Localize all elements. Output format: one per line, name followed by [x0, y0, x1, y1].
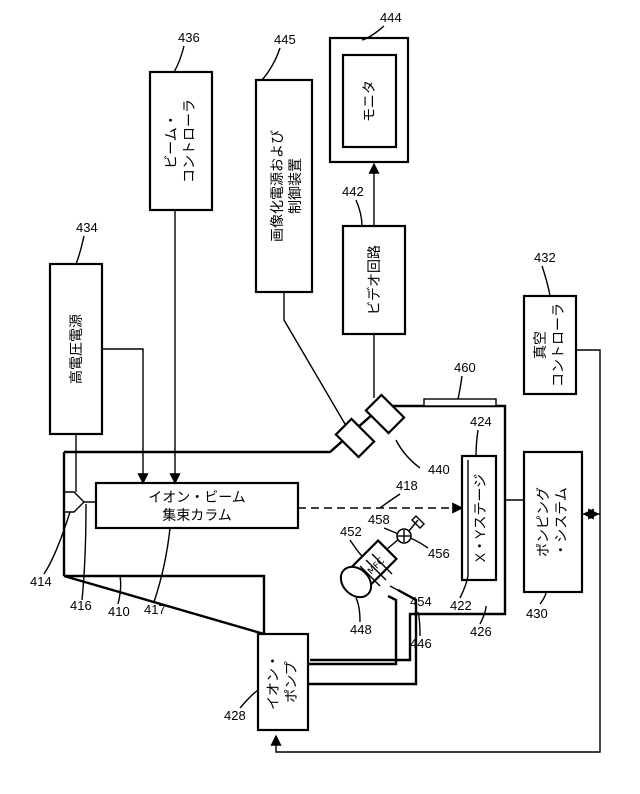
pumping-label-2: ・システム: [553, 487, 569, 557]
ref-432: 432: [534, 250, 556, 265]
ion-pump-label-1: イオン・: [265, 654, 281, 710]
ref-426: 426: [470, 624, 492, 639]
ref-444: 444: [380, 10, 402, 25]
top-plate: [424, 399, 496, 406]
column-label-2: 集束カラム: [162, 507, 232, 523]
beam-controller-block: ビーム・ コントローラ: [150, 72, 212, 210]
pumping-label-1: ポンピング: [535, 487, 551, 557]
ion-source-tip: [64, 492, 96, 512]
link-hv-column: [102, 349, 143, 483]
video-circuit-label: ビデオ回路: [366, 245, 382, 315]
pumping-system-block: ポンピング ・システム: [524, 452, 582, 592]
imaging-label-2: 制御装置: [287, 158, 303, 214]
monitor-label: モニタ: [361, 80, 377, 122]
ref-434: 434: [76, 220, 98, 235]
ref-410: 410: [108, 604, 130, 619]
column-label-1: イオン・ビーム: [148, 489, 246, 505]
vacuum-controller-block: 真空 コントローラ: [524, 296, 576, 394]
link-imaging-detector: [284, 292, 345, 424]
ref-446: 446: [410, 636, 432, 651]
ref-414: 414: [30, 574, 52, 589]
ref-456: 456: [428, 546, 450, 561]
ref-458: 458: [368, 512, 390, 527]
high-voltage-block: 高電圧電源: [50, 264, 102, 434]
ref-442: 442: [342, 184, 364, 199]
detector: [336, 395, 404, 457]
ref-436: 436: [178, 30, 200, 45]
ion-pump-label-2: ポンプ: [283, 661, 299, 703]
vacuum-label-2: コントローラ: [550, 303, 566, 387]
ref-460: 460: [454, 360, 476, 375]
ref-418: 418: [396, 478, 418, 493]
ref-430: 430: [526, 606, 548, 621]
vacuum-chamber: [64, 406, 505, 660]
ref-424: 424: [470, 414, 492, 429]
xy-stage-label: X・Yステージ: [472, 474, 488, 562]
imaging-control-block: 画像化電源および 制御装置: [256, 80, 312, 292]
high-voltage-label: 高電圧電源: [68, 314, 84, 384]
ion-beam-column-block: イオン・ビーム 集束カラム: [96, 483, 298, 528]
ion-pump-block: イオン・ ポンプ: [258, 634, 308, 730]
ref-416: 416: [70, 598, 92, 613]
ref-417: 417: [144, 602, 166, 617]
ref-452: 452: [340, 524, 362, 539]
ref-428: 428: [224, 708, 246, 723]
xy-stage-block: X・Yステージ: [462, 456, 496, 580]
ref-445: 445: [274, 32, 296, 47]
monitor-block: モニタ: [330, 38, 408, 162]
beam-controller-label-1: ビーム・: [163, 113, 179, 169]
ref-440: 440: [428, 462, 450, 477]
vacuum-label-1: 真空: [532, 331, 548, 359]
ref-448: 448: [350, 622, 372, 637]
imaging-label-1: 画像化電源および: [269, 130, 285, 242]
link-gas-line: [308, 590, 416, 684]
video-circuit-block: ビデオ回路: [343, 226, 405, 334]
beam-controller-label-2: コントローラ: [181, 99, 197, 183]
ref-422: 422: [450, 598, 472, 613]
ref-454: 454: [410, 594, 432, 609]
